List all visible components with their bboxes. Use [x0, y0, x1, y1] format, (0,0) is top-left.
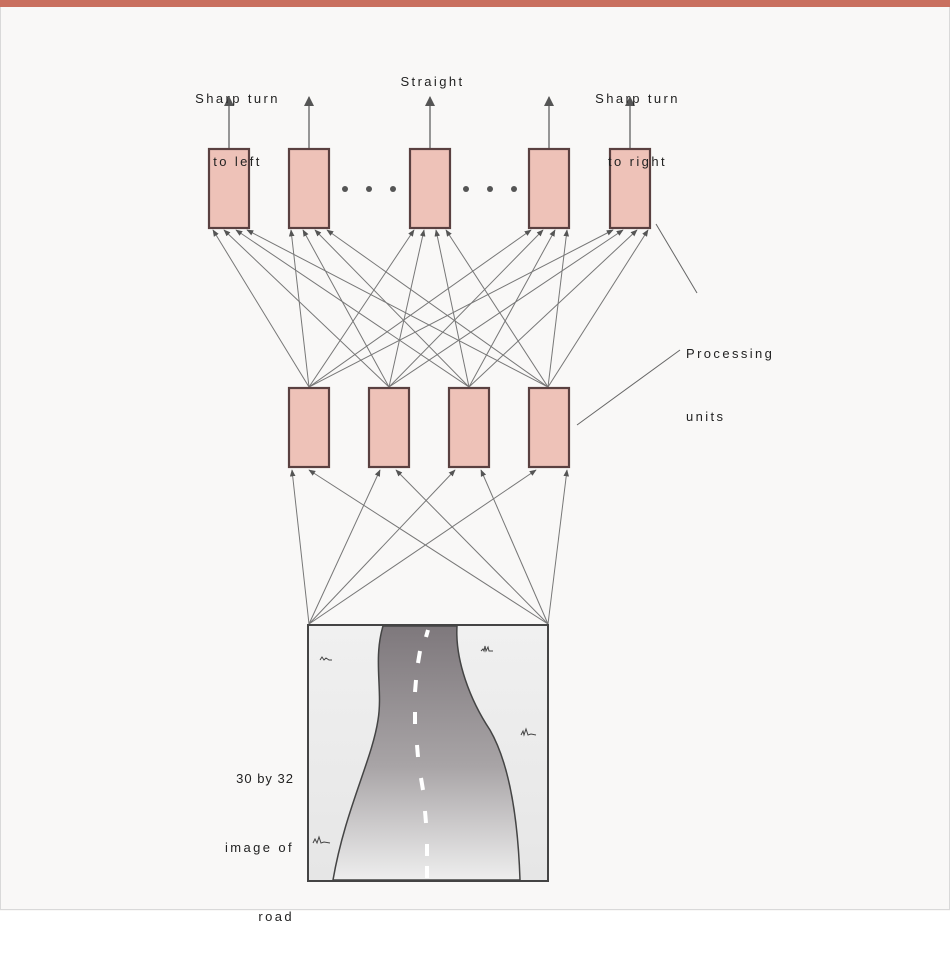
accent-bar	[0, 0, 950, 7]
hidden-unit-4	[527, 386, 571, 469]
label-sharp-left-line1: Sharp turn	[195, 91, 280, 106]
label-image-line2: image of	[224, 840, 294, 855]
label-input-image: 30 by 32 image of road	[196, 721, 294, 974]
hidden-to-output-connections	[212, 229, 649, 388]
hidden-unit-3	[447, 386, 491, 469]
output-unit-4	[527, 147, 571, 230]
network-diagram	[207, 96, 698, 882]
output-layer	[207, 147, 652, 230]
output-unit-3	[408, 147, 452, 230]
output-unit-2	[287, 147, 331, 230]
label-sharp-right-line1: Sharp turn	[595, 91, 680, 106]
output-unit-5	[608, 147, 652, 230]
road-centre-dashes	[413, 629, 430, 878]
grass-tufts	[312, 645, 537, 845]
ellipsis-dots	[342, 186, 517, 192]
label-sharp-right-line2: to right	[608, 154, 667, 169]
label-processing-line2: units	[686, 409, 726, 424]
hidden-unit-1	[287, 386, 331, 469]
label-processing-units: Processing units	[686, 301, 774, 469]
input-to-hidden-connections	[289, 469, 570, 625]
label-sharp-left: Sharp turn to left	[180, 46, 295, 214]
diagram-canvas: Sharp turn to left Straight Sharp turn t…	[0, 0, 950, 924]
processing-units-pointers	[576, 223, 698, 426]
label-sharp-right: Sharp turn to right	[580, 46, 695, 214]
road-surface	[332, 625, 521, 881]
label-image-line3: road	[258, 909, 294, 924]
label-sharp-left-line2: to left	[213, 154, 262, 169]
label-processing-line1: Processing	[686, 346, 775, 361]
road-image	[307, 624, 549, 882]
output-unit-1	[207, 147, 251, 230]
label-straight: Straight	[400, 74, 465, 89]
output-arrows	[224, 96, 635, 148]
hidden-layer	[287, 386, 571, 469]
label-image-line1: 30 by 32	[236, 771, 294, 786]
hidden-unit-2	[367, 386, 411, 469]
